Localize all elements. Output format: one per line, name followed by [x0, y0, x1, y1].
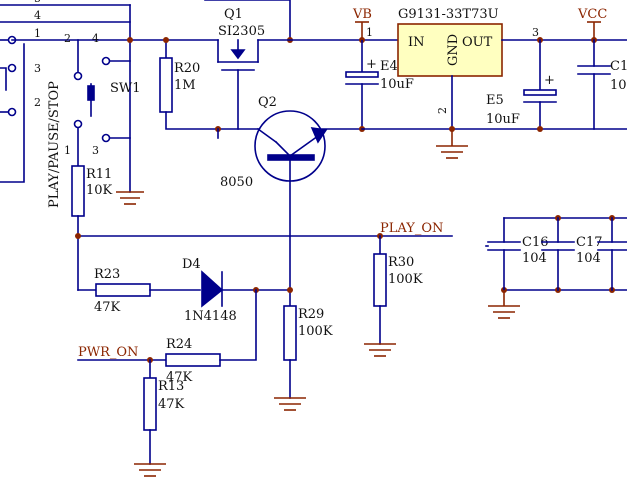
r29-value: 100K [298, 324, 333, 339]
capacitor-c1x: C1 10 [577, 39, 627, 130]
e5-ref: E5 [486, 93, 504, 108]
capacitor-c17: C17 104 [541, 217, 603, 291]
connector-pin-1: 1 [34, 27, 41, 40]
q2-ref: Q2 [258, 95, 277, 110]
c16-value: 104 [522, 251, 547, 266]
connector-pin-4: 4 [34, 9, 41, 22]
e4-polarity: + [366, 57, 377, 72]
u1-out-label: OUT [462, 35, 493, 50]
connector-pin-5: 5 [34, 0, 41, 5]
vb-label: VB [352, 7, 372, 22]
c17-ref: C17 [576, 235, 603, 250]
c1x-value: 10 [610, 78, 627, 93]
r23-value: 47K [94, 300, 121, 315]
e5-polarity: + [544, 73, 555, 88]
r11-value: 10K [86, 183, 113, 198]
capacitor-e4: + E4 10uF [345, 39, 414, 130]
connector-pin-2: 2 [34, 96, 41, 109]
play-on-label: PLAY_ON [380, 221, 443, 236]
u1-value: G9131-33T73U [398, 7, 499, 22]
ground-symbol-r30 [364, 343, 396, 357]
u1-pin2: 2 [436, 107, 449, 114]
switch-pin-2: 2 [64, 32, 71, 45]
q2-value: 8050 [220, 175, 253, 190]
sw1-ref: SW1 [110, 81, 141, 96]
q1-ref: Q1 [224, 7, 243, 22]
ground-symbol-r13 [134, 463, 166, 477]
r29-ref: R29 [298, 307, 324, 322]
q1-value: SI2305 [218, 24, 265, 39]
r13-ref: R13 [158, 379, 184, 394]
switch-pin-3: 3 [92, 144, 99, 157]
switch-sw1: 2 4 1 3 SW1 PLAY/PAUSE/STOP [47, 32, 141, 208]
ground-symbol-decoupling [488, 290, 520, 319]
net-vb: VB [352, 7, 372, 40]
u1-in-label: IN [408, 35, 425, 50]
ground-symbol-r29 [274, 397, 306, 411]
ground-symbol-regulator [436, 129, 468, 159]
resistor-r20: R20 1M [159, 39, 361, 130]
r23-ref: R23 [94, 267, 120, 282]
r24-ref: R24 [166, 337, 192, 352]
d4-value: 1N4148 [184, 309, 237, 324]
d4-ref: D4 [182, 257, 201, 272]
r30-value: 100K [388, 272, 423, 287]
connector-pin-3: 3 [34, 62, 41, 75]
resistor-r30: R30 100K [373, 235, 423, 345]
regulator-u1: 1 3 2 IN OUT GND G9131-33T73U [366, 7, 539, 130]
switch-pin-1: 1 [64, 144, 71, 157]
u1-gnd-label: GND [446, 34, 461, 66]
r11-ref: R11 [86, 167, 112, 182]
net-vcc: VCC [577, 7, 607, 40]
ground-symbol-switch [116, 191, 144, 205]
c17-value: 104 [576, 251, 601, 266]
e4-ref: E4 [380, 59, 398, 74]
e4-value: 10uF [380, 77, 414, 92]
c1x-ref: C1 [610, 59, 627, 74]
capacitor-e5: + E5 10uF [486, 39, 557, 130]
capacitor-c18-partial [597, 217, 627, 291]
resistor-r11: R11 10K [71, 165, 113, 291]
r30-ref: R30 [388, 255, 414, 270]
r20-value: 1M [174, 78, 196, 93]
capacitor-c16: C16 104 [485, 217, 549, 291]
r24-value: 47K [166, 370, 193, 385]
u1-pin3: 3 [532, 26, 539, 39]
transistor-q2: Q2 8050 [217, 95, 328, 190]
resistor-r24: R24 47K [165, 289, 257, 385]
switch-pin-4: 4 [92, 32, 99, 45]
resistor-r13: R13 47K [143, 359, 185, 465]
pwr-on-label: PWR_ON [78, 345, 138, 360]
mosfet-q1: Q1 SI2305 [217, 7, 265, 130]
r20-ref: R20 [174, 61, 200, 76]
e5-value: 10uF [486, 112, 520, 127]
r13-value: 47K [158, 397, 185, 412]
c16-ref: C16 [522, 235, 549, 250]
resistor-r23: R23 47K [77, 267, 201, 315]
u1-pin1: 1 [366, 26, 373, 39]
resistor-r29: R29 100K [283, 305, 333, 399]
switch-function-label: PLAY/PAUSE/STOP [47, 81, 62, 208]
vcc-label: VCC [577, 7, 607, 22]
connector: 5 4 1 3 2 [0, 0, 131, 183]
